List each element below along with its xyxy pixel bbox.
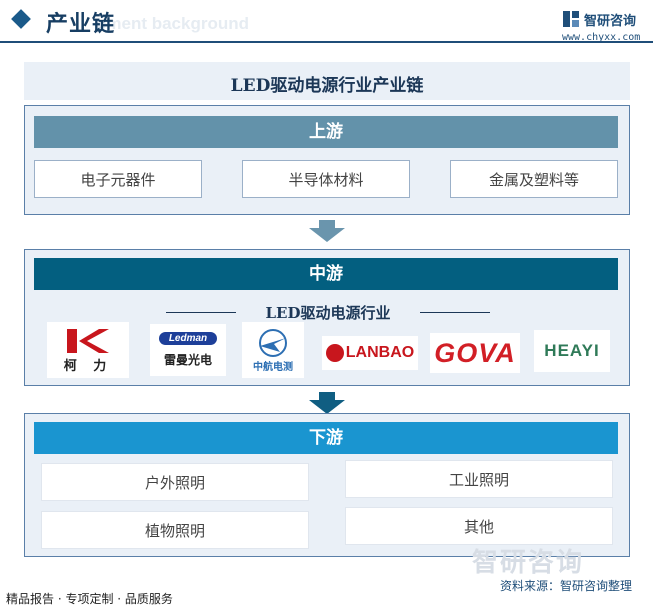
midstream-header: 中游 (34, 258, 618, 290)
company-logo-avic: 中航电测 (242, 322, 304, 378)
header-divider (0, 41, 653, 43)
company-logo-keli: 柯 力 (47, 322, 129, 378)
brand-name: 智研咨询 (584, 14, 637, 29)
downstream-item: 户外照明 (41, 463, 309, 501)
avic-text: 中航电测 (253, 361, 293, 373)
gova-text: GOVA (434, 337, 516, 368)
company-logo-heayi: HEAYI (534, 330, 610, 372)
flow-arrow-icon (309, 392, 345, 414)
brand-logo-icon (563, 11, 579, 27)
upstream-item: 电子元器件 (34, 160, 202, 198)
company-logo-ledman: Ledman 雷曼光电 (150, 324, 226, 376)
industry-label: LED驱动电源行业 (265, 304, 391, 322)
company-logo-lanbao: LANBAO (322, 336, 418, 370)
footer-watermark: 智研咨询 (472, 548, 585, 578)
downstream-header: 下游 (34, 422, 618, 454)
upstream-item: 金属及塑料等 (450, 160, 618, 198)
avic-mark-icon (259, 328, 287, 357)
industry-rule-left (166, 312, 236, 313)
ledman-mark: Ledman (158, 332, 218, 345)
diagram-title: LED驱动电源行业产业链 (230, 76, 424, 96)
footer-source: 资料来源：智研咨询整理 (500, 579, 633, 593)
heayi-text: HEAYI (544, 341, 600, 360)
diagram-title-bar: LED驱动电源行业产业链 (24, 62, 630, 100)
lanbao-mark-icon (325, 344, 344, 362)
flow-arrow-icon (309, 220, 345, 242)
keli-mark-icon (67, 328, 109, 353)
header-watermark: pment background (96, 14, 250, 33)
industry-rule-right (420, 312, 490, 313)
page-title: 产业链 (46, 12, 116, 37)
upstream-header: 上游 (34, 116, 618, 148)
keli-text: 柯 力 (63, 358, 113, 374)
footer-slogan: 精品报告 · 专项定制 · 品质服务 (6, 592, 173, 606)
brand-url: www.chyxx.com (562, 32, 641, 43)
downstream-item: 其他 (345, 507, 613, 545)
upstream-item: 半导体材料 (242, 160, 410, 198)
downstream-item: 工业照明 (345, 460, 613, 498)
downstream-item: 植物照明 (41, 511, 309, 549)
lanbao-text: LANBAO (345, 344, 415, 361)
header-diamond-icon (11, 9, 31, 29)
company-logo-gova: GOVA (430, 333, 520, 373)
ledman-text: 雷曼光电 (163, 353, 212, 367)
